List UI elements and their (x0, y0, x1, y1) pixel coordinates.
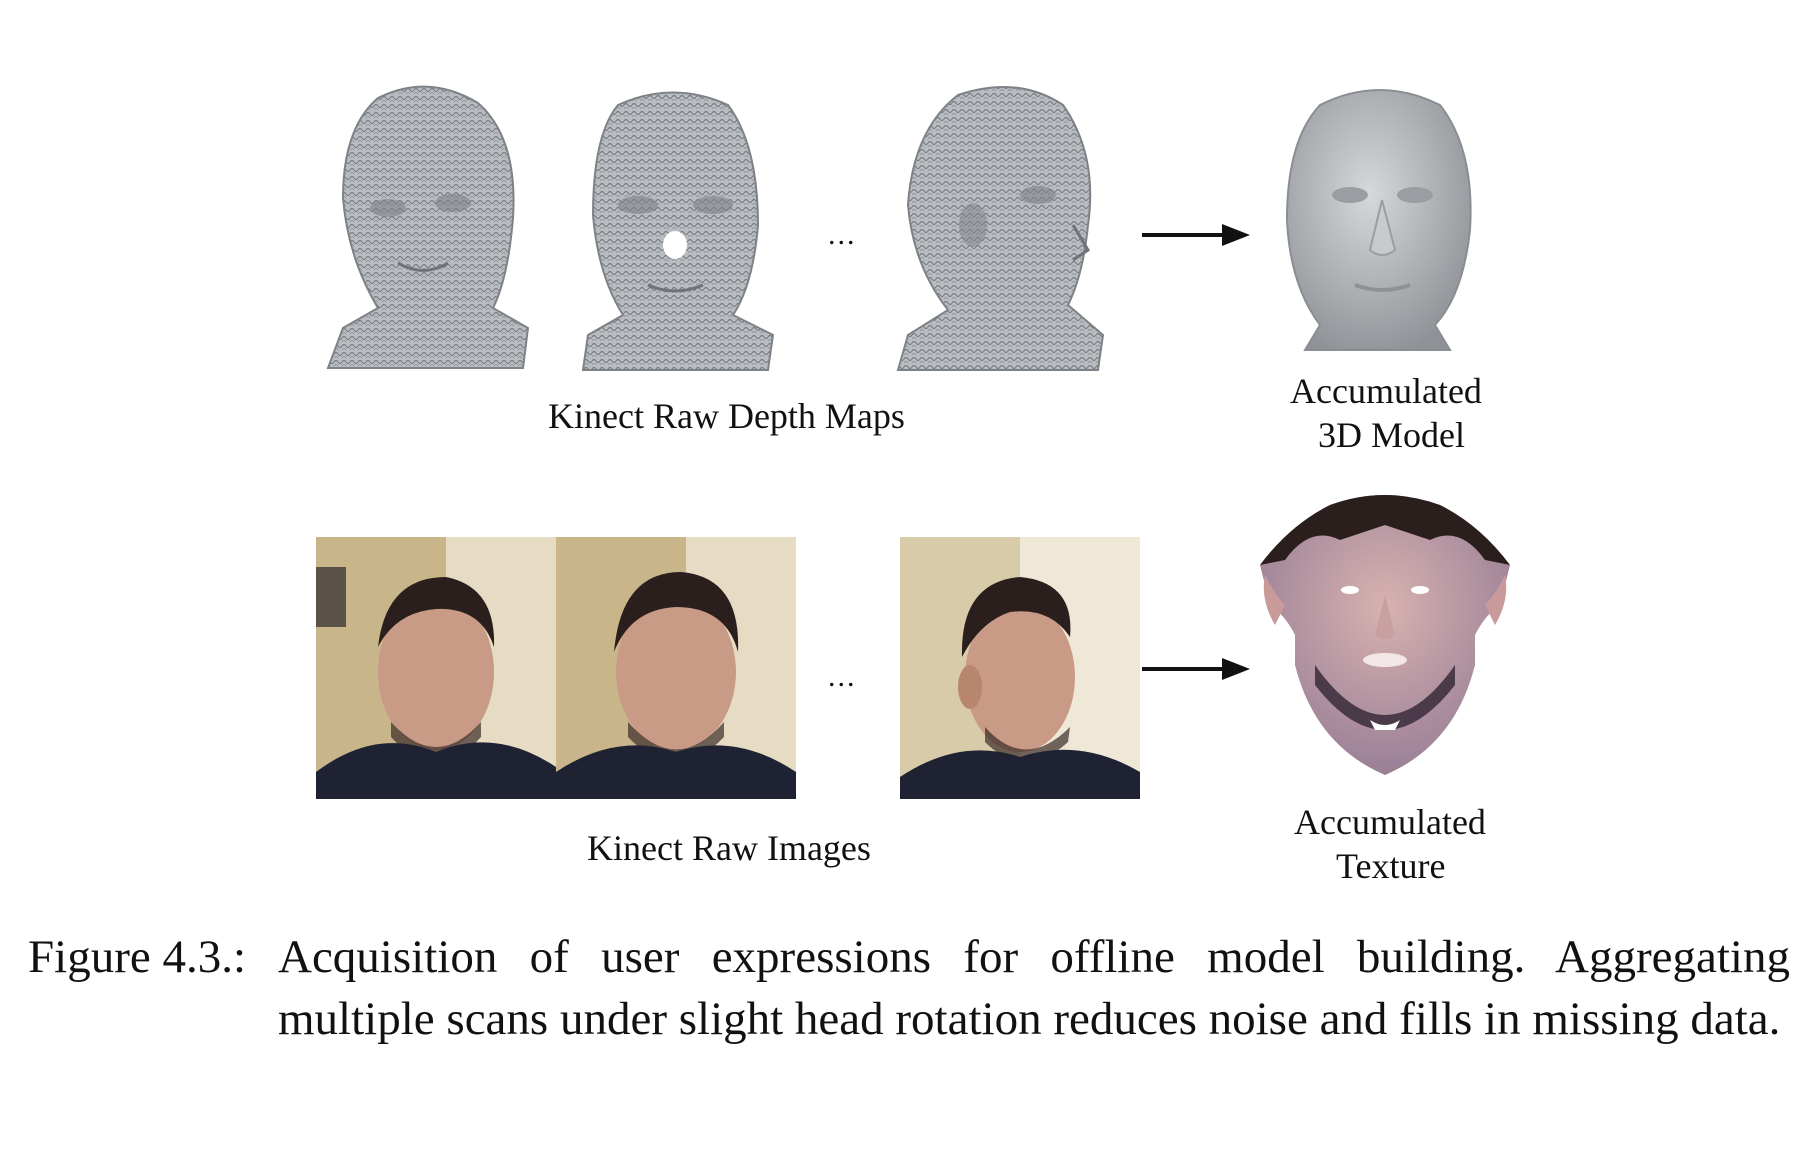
figure-caption-label: Figure 4.3.: (28, 931, 247, 983)
accumulated-3d-model (1275, 80, 1485, 360)
accumulated-3d-model-label-line1: Accumulated (1290, 371, 1482, 411)
arrow-top (1142, 220, 1252, 250)
raw-image-1 (316, 537, 556, 799)
ellipsis-bottom: ... (828, 660, 857, 693)
accumulated-texture-label-line1: Accumulated (1294, 802, 1486, 842)
figure-caption-text: Acquisition of user expressions for offl… (278, 931, 1790, 1045)
depth-map-3 (888, 75, 1108, 375)
accumulated-3d-model-label-line2: 3D Model (1318, 415, 1465, 455)
depth-map-2 (568, 85, 783, 375)
raw-image-3 (900, 537, 1140, 799)
accumulated-texture-label-line2: Texture (1336, 846, 1446, 886)
arrow-bottom (1142, 654, 1252, 684)
depth-maps-label: Kinect Raw Depth Maps (548, 396, 905, 436)
accumulated-texture (1245, 485, 1525, 785)
ellipsis-top: ... (828, 218, 857, 251)
raw-image-2 (556, 537, 796, 799)
raw-images-label: Kinect Raw Images (587, 828, 871, 868)
depth-map-1 (318, 78, 538, 373)
